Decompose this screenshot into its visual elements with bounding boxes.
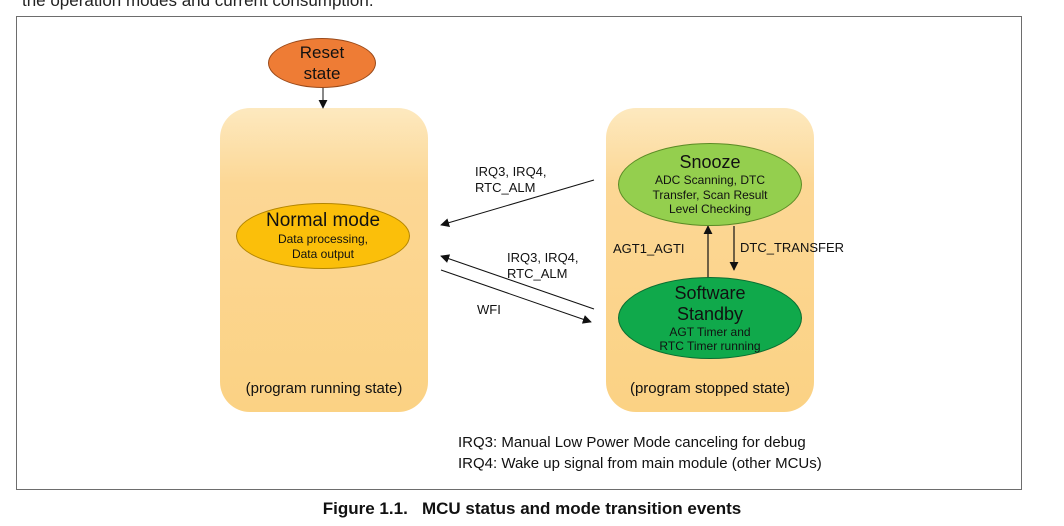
standby-line1: AGT Timer and: [669, 324, 751, 339]
standby-title1: Software: [674, 282, 746, 303]
wfi-label: WFI: [477, 302, 501, 317]
normal-mode-line2: Data output: [291, 247, 355, 261]
standby-to-normal-arrow: [440, 254, 595, 310]
software-standby-node: Software Standby AGT Timer and RTC Timer…: [618, 277, 802, 359]
agt1-agti-label: AGT1_AGTI: [613, 241, 685, 256]
snooze-to-normal-label: IRQ3, IRQ4, RTC_ALM: [475, 164, 547, 195]
figure-caption: Figure 1.1. MCU status and mode transiti…: [322, 499, 742, 518]
legend-irq3: IRQ3: Manual Low Power Mode canceling fo…: [458, 434, 806, 451]
standby-to-normal-label: IRQ3, IRQ4, RTC_ALM: [507, 250, 579, 281]
reset-state-node: Reset state: [268, 38, 376, 88]
program-stopped-label: (program stopped state): [629, 380, 791, 397]
normal-mode-title: Normal mode: [265, 210, 381, 231]
program-running-label: (program running state): [245, 380, 403, 397]
reset-state-line2: state: [303, 64, 341, 83]
dtc-transfer-label: DTC_TRANSFER: [740, 240, 845, 255]
normal-mode-line1: Data processing,: [277, 232, 369, 246]
snooze-to-normal-arrow: [440, 179, 595, 228]
reset-state-line1: Reset: [299, 43, 345, 62]
figure-frame: [16, 16, 1022, 490]
snooze-title: Snooze: [679, 152, 741, 173]
normal-to-standby-arrow: [440, 269, 592, 324]
snooze-line1: ADC Scanning, DTC: [654, 173, 766, 188]
legend-irq4: IRQ4: Wake up signal from main module (o…: [458, 455, 822, 472]
intro-text: the operation modes and current consumpt…: [22, 0, 374, 10]
standby-title2: Standby: [676, 303, 744, 324]
normal-mode-node: Normal mode Data processing, Data output: [236, 203, 410, 269]
standby-line2: RTC Timer running: [659, 339, 761, 353]
snooze-line3: Level Checking: [668, 202, 752, 217]
snooze-line2: Transfer, Scan Result: [652, 187, 768, 202]
snooze-node: Snooze ADC Scanning, DTC Transfer, Scan …: [618, 143, 802, 226]
